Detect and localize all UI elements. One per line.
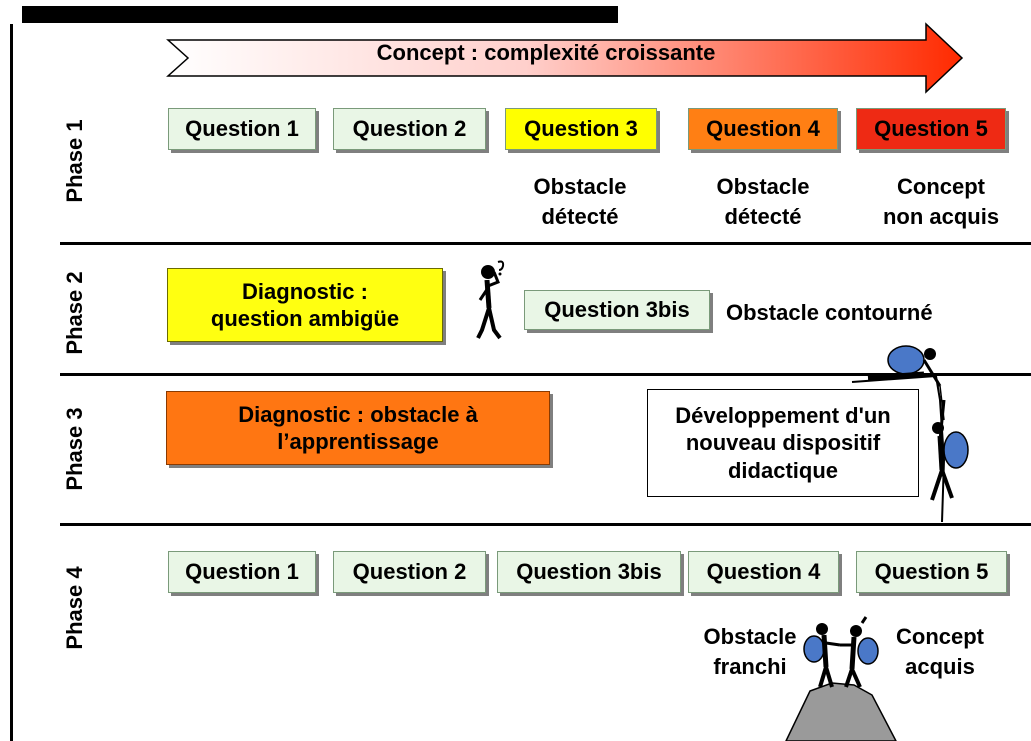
p2-diagnostic: Diagnostic : question ambigüe (167, 268, 443, 342)
p4-question-3bis: Question 3bis (497, 551, 681, 593)
p4-note-left: Obstacle franchi (703, 624, 797, 679)
arrow-label: Concept : complexité croissante (376, 40, 716, 65)
frame-left-border (10, 24, 13, 741)
complexity-arrow (166, 22, 964, 94)
p1-note-q5: Concept non acquis (882, 174, 1000, 229)
p1-note-q3: Obstacle détecté (533, 174, 627, 229)
phase-1-label: Phase 1 (62, 119, 87, 203)
p1-note-q4: Obstacle détecté (716, 174, 810, 229)
p1-question-2: Question 2 (333, 108, 486, 150)
p4-note-right: Concept acquis (896, 624, 984, 679)
summit-climbers-icon (785, 616, 897, 741)
p2-question-3bis: Question 3bis (524, 290, 710, 330)
p4-question-1: Question 1 (168, 551, 316, 593)
p1-question-5: Question 5 (856, 108, 1006, 150)
p2-note: Obstacle contourné (726, 300, 933, 325)
p4-question-5: Question 5 (856, 551, 1007, 593)
top-black-bar (22, 6, 618, 23)
phase-4-label: Phase 4 (62, 566, 87, 650)
p1-question-3: Question 3 (505, 108, 657, 150)
thinking-figure-icon (476, 260, 505, 340)
p1-question-1: Question 1 (168, 108, 316, 150)
p2-diagnostic-text: Diagnostic : question ambigüe (210, 278, 400, 332)
p1-question-4: Question 4 (688, 108, 838, 150)
climbers-icon (851, 345, 969, 522)
separator-2 (60, 373, 1031, 376)
p4-question-4: Question 4 (688, 551, 839, 593)
separator-3 (60, 523, 1031, 526)
p3-diagnostic-text: Diagnostic : obstacle à l’apprentissage (238, 401, 478, 455)
separator-1 (60, 242, 1031, 245)
p3-diagnostic: Diagnostic : obstacle à l’apprentissage (166, 391, 550, 465)
phase-3-label: Phase 3 (62, 407, 87, 491)
p3-development: Développement d'un nouveau dispositif di… (647, 389, 919, 497)
p4-question-2: Question 2 (333, 551, 486, 593)
phase-2-label: Phase 2 (62, 271, 87, 355)
p3-development-text: Développement d'un nouveau dispositif di… (675, 402, 891, 483)
